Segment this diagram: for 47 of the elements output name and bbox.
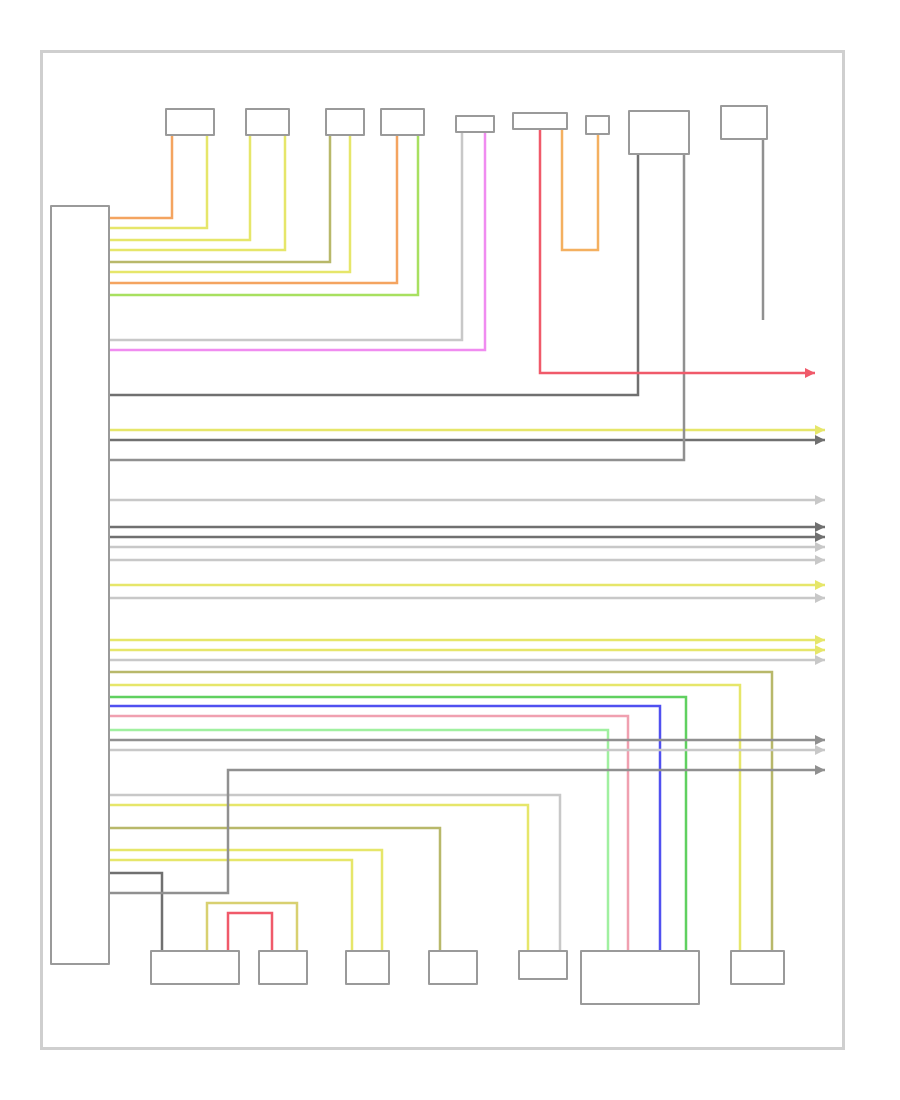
wire — [110, 826, 442, 950]
wire — [110, 136, 209, 230]
wire — [110, 136, 174, 220]
off-page-wire — [110, 425, 825, 435]
module-box — [628, 110, 690, 155]
off-page-wire — [110, 580, 825, 590]
wire — [205, 901, 299, 950]
control-module — [50, 205, 110, 965]
off-page-wire — [110, 555, 825, 565]
off-page-wire — [110, 495, 825, 505]
off-page-wire — [538, 130, 815, 378]
connector-block — [512, 112, 568, 130]
wire — [110, 848, 384, 950]
sensor-box — [518, 950, 568, 980]
off-page-wire — [110, 542, 825, 552]
sensor-box — [165, 108, 215, 136]
wire — [110, 155, 686, 462]
wire — [110, 136, 287, 252]
off-page-wire — [110, 522, 825, 532]
off-page-wire — [110, 765, 825, 895]
wire — [226, 911, 274, 950]
wire — [110, 858, 354, 950]
sensor-box — [345, 950, 390, 985]
wire — [560, 130, 600, 252]
wire — [110, 871, 164, 950]
off-page-wire — [761, 140, 765, 320]
switch-box — [585, 115, 610, 135]
wire — [110, 136, 252, 242]
off-page-wire — [110, 593, 825, 603]
switch-box — [720, 105, 768, 140]
sensor-box — [380, 108, 425, 136]
off-page-wire — [110, 655, 825, 665]
off-page-wire — [110, 735, 825, 745]
wire — [110, 155, 640, 397]
sensor-box — [428, 950, 478, 985]
module-box — [580, 950, 700, 1005]
sensor-box — [258, 950, 308, 985]
off-page-wire — [110, 532, 825, 542]
sensor-box — [730, 950, 785, 985]
sensor-box — [150, 950, 240, 985]
switch-box — [245, 108, 290, 136]
sensor-box — [325, 108, 365, 136]
off-page-wire — [110, 435, 825, 445]
off-page-wire — [110, 645, 825, 655]
off-page-wire — [110, 635, 825, 645]
off-page-wire — [110, 745, 825, 755]
connector-block — [455, 115, 495, 133]
